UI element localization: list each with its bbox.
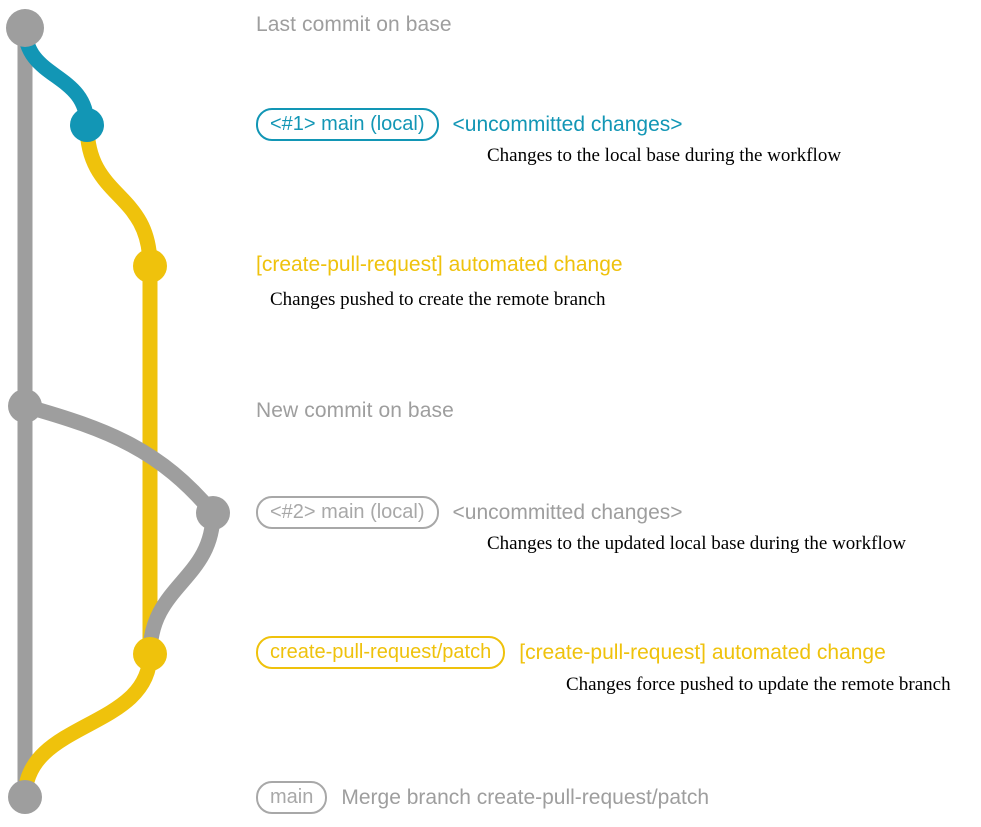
subject-automated-change-2: [create-pull-request] automated change	[519, 640, 886, 664]
node-merge[interactable]	[8, 780, 42, 814]
base-to-local2-line	[17, 398, 221, 521]
subject-automated-change-1: [create-pull-request] automated change	[256, 253, 623, 276]
detail-local-2: Changes to the updated local base during…	[487, 533, 906, 554]
detail-automated-change-2: Changes force pushed to update the remot…	[566, 674, 951, 695]
row-new-commit-on-base: New commit on base	[256, 399, 454, 423]
subject-local-2: <uncommitted changes>	[452, 500, 683, 524]
subject-merge: Merge branch create-pull-request/patch	[341, 785, 710, 809]
node-base-new[interactable]	[8, 389, 42, 423]
badge-local-1[interactable]: <#1> main (local)	[256, 108, 439, 141]
patch2-to-merge-line	[17, 646, 158, 805]
node-base-head[interactable]	[6, 9, 44, 47]
node-local-2[interactable]	[196, 496, 230, 530]
node-patch-1[interactable]	[133, 249, 167, 283]
detail-automated-change-1: Changes pushed to create the remote bran…	[270, 289, 606, 310]
local2-to-patch2-line	[142, 505, 221, 662]
row-local-2: <#2> main (local) <uncommitted changes>	[256, 496, 683, 529]
heading-new-commit-on-base: New commit on base	[256, 399, 454, 422]
detail-local-1: Changes to the local base during the wor…	[487, 145, 842, 166]
row-automated-change-2: create-pull-request/patch [create-pull-r…	[256, 636, 886, 669]
badge-main[interactable]: main	[256, 781, 328, 814]
heading-last-commit-on-base: Last commit on base	[256, 13, 452, 36]
subject-local-1: <uncommitted changes>	[452, 112, 683, 136]
badge-create-pull-request-patch[interactable]: create-pull-request/patch	[256, 636, 506, 669]
row-merge: main Merge branch create-pull-request/pa…	[256, 781, 709, 814]
node-patch-2[interactable]	[133, 637, 167, 671]
row-last-commit-on-base: Last commit on base	[256, 13, 452, 37]
row-local-1: <#1> main (local) <uncommitted changes>	[256, 108, 683, 141]
badge-local-2[interactable]: <#2> main (local)	[256, 496, 439, 529]
node-local-1[interactable]	[70, 108, 104, 142]
row-automated-change-1: [create-pull-request] automated change	[256, 253, 623, 277]
